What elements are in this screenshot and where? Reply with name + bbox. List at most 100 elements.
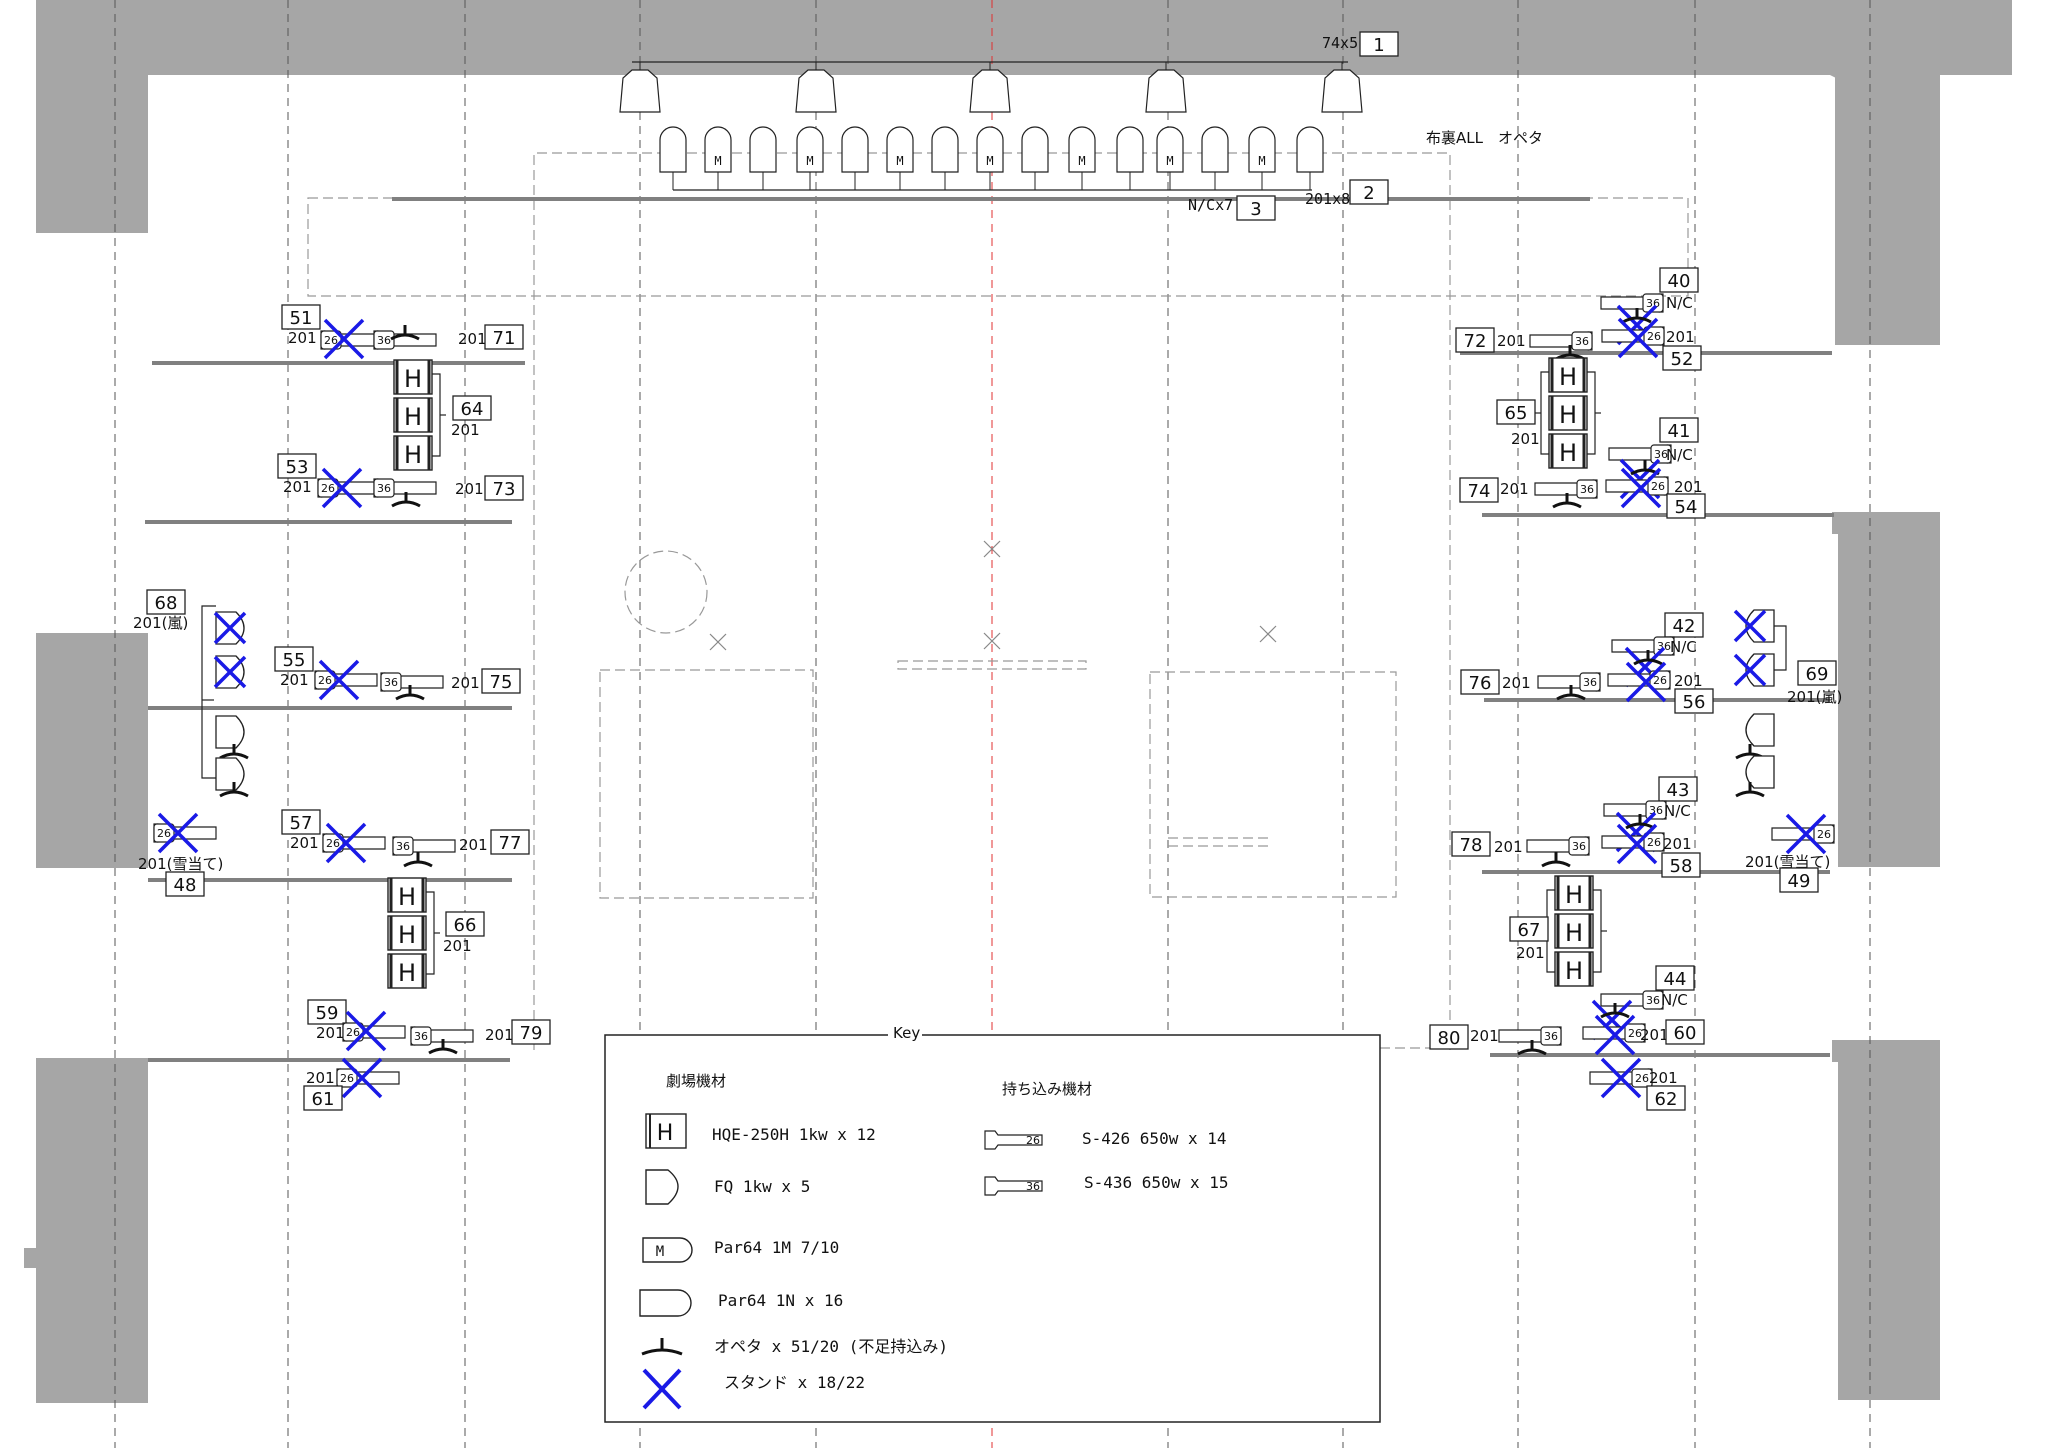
gel-label: 201(雪当て) <box>138 855 223 873</box>
fq-unit <box>795 62 837 113</box>
svg-text:M: M <box>714 154 721 168</box>
svg-text:26: 26 <box>1026 1134 1040 1147</box>
gel-label: 201 <box>1649 1069 1678 1087</box>
svg-text:62: 62 <box>1655 1089 1678 1110</box>
stand-icon <box>318 659 360 701</box>
svg-text:53: 53 <box>286 457 309 478</box>
s436-unit: 36 <box>410 1026 474 1046</box>
par64-m-unit: M <box>1156 126 1184 190</box>
svg-text:74: 74 <box>1468 481 1491 502</box>
gel-label: 201 <box>1640 1026 1669 1044</box>
fq-unit <box>1745 713 1775 747</box>
channel-77: 77 <box>490 829 530 855</box>
par64-n-unit <box>1296 126 1324 190</box>
gel-label: 201 <box>280 671 309 689</box>
set-outlines <box>307 152 1689 1050</box>
svg-text:49: 49 <box>1788 871 1811 892</box>
svg-text:3: 3 <box>1250 199 1261 220</box>
stand-icon <box>321 467 363 509</box>
s436-unit: 36 <box>1537 672 1601 692</box>
svg-text:26: 26 <box>1653 674 1667 687</box>
s426-unit: 26 <box>317 478 381 498</box>
s436-unit: 36 <box>380 672 444 692</box>
hqe-250h-unit: H <box>387 953 427 989</box>
svg-text:H: H <box>404 365 422 393</box>
svg-text:36: 36 <box>1572 840 1586 853</box>
fq-unit <box>1321 62 1363 113</box>
gel-label: 201 <box>459 836 488 854</box>
hqe-250h-unit: H <box>387 915 427 951</box>
channel-56: 56 <box>1674 688 1714 714</box>
svg-text:76: 76 <box>1469 673 1492 694</box>
svg-text:H: H <box>1565 919 1583 947</box>
hqe-250h-unit: H <box>1554 913 1594 949</box>
svg-text:H: H <box>1559 363 1577 391</box>
channel-72: 72 <box>1455 327 1495 353</box>
channel-73: 73 <box>484 475 524 501</box>
gel-label: 201(嵐) <box>133 614 188 632</box>
svg-text:52: 52 <box>1671 349 1694 370</box>
stand-icon <box>1600 1057 1642 1099</box>
boom-base-icon <box>428 1039 458 1055</box>
svg-text:26: 26 <box>340 1072 354 1085</box>
pipes <box>145 197 1834 1062</box>
hqe-250h-unit: H <box>393 435 433 471</box>
fq-unit <box>215 715 245 749</box>
svg-text:26: 26 <box>1651 480 1665 493</box>
svg-text:36: 36 <box>384 676 398 689</box>
key-fq-symbol <box>645 1169 679 1205</box>
s426-unit: 26 <box>336 1068 400 1088</box>
svg-text:26: 26 <box>318 674 332 687</box>
svg-text:51: 51 <box>290 308 313 329</box>
fq-unit <box>619 62 661 113</box>
channel-41: 41 <box>1659 417 1699 443</box>
gel-label: N/C <box>1664 802 1691 820</box>
hqe-250h-unit: H <box>387 877 427 913</box>
key-item-hqe: HQE-250H 1kw x 12 <box>712 1125 876 1144</box>
svg-text:1: 1 <box>1373 35 1384 56</box>
gel-label: 201 <box>1666 328 1695 346</box>
gel-label: 201 <box>1470 1027 1499 1045</box>
gel-label: 201 <box>283 478 312 496</box>
svg-text:77: 77 <box>499 833 522 854</box>
svg-text:26: 26 <box>1647 330 1661 343</box>
par64-n-unit <box>749 126 777 190</box>
svg-text:56: 56 <box>1683 692 1706 713</box>
boom-base-icon <box>395 685 425 701</box>
par64-n-unit <box>659 126 687 190</box>
key-item-s426: S-426 650w x 14 <box>1082 1129 1227 1148</box>
svg-text:26: 26 <box>324 334 338 347</box>
key-stand-symbol <box>642 1368 682 1410</box>
channel-65: 65 <box>1496 399 1536 425</box>
boom-base-icon <box>1556 685 1586 701</box>
s436-unit: 36 <box>1529 331 1593 351</box>
gel-label: 201 <box>451 674 480 692</box>
stand-icon <box>345 1010 387 1052</box>
channel-80: 80 <box>1429 1024 1469 1050</box>
svg-text:26: 26 <box>1817 828 1831 841</box>
svg-text:78: 78 <box>1460 835 1483 856</box>
key-item-s436: S-436 650w x 15 <box>1084 1173 1229 1192</box>
svg-text:H: H <box>1565 881 1583 909</box>
gel-label: 201 <box>451 421 480 439</box>
boom-base-icon <box>1625 814 1655 830</box>
key-heading-brought: 持ち込み機材 <box>1002 1080 1092 1098</box>
svg-text:55: 55 <box>283 650 306 671</box>
svg-text:36: 36 <box>1575 335 1589 348</box>
channel-43: 43 <box>1658 776 1698 802</box>
theatre-walls <box>24 0 2012 1403</box>
svg-text:N/Cx7: N/Cx7 <box>1188 196 1233 214</box>
channel-44: 44 <box>1655 965 1695 991</box>
channel-59: 59 <box>307 999 347 1025</box>
svg-text:36: 36 <box>1646 994 1660 1007</box>
key-s426-symbol: 26 <box>984 1130 1043 1150</box>
svg-text:26: 26 <box>1647 836 1661 849</box>
svg-text:80: 80 <box>1438 1028 1461 1049</box>
svg-text:43: 43 <box>1667 780 1690 801</box>
gel-label: 201 <box>1663 835 1692 853</box>
boom-base-icon <box>1735 782 1765 798</box>
fq-top-row <box>619 61 1363 113</box>
channel-74: 74 <box>1459 477 1499 503</box>
svg-text:71: 71 <box>493 328 516 349</box>
